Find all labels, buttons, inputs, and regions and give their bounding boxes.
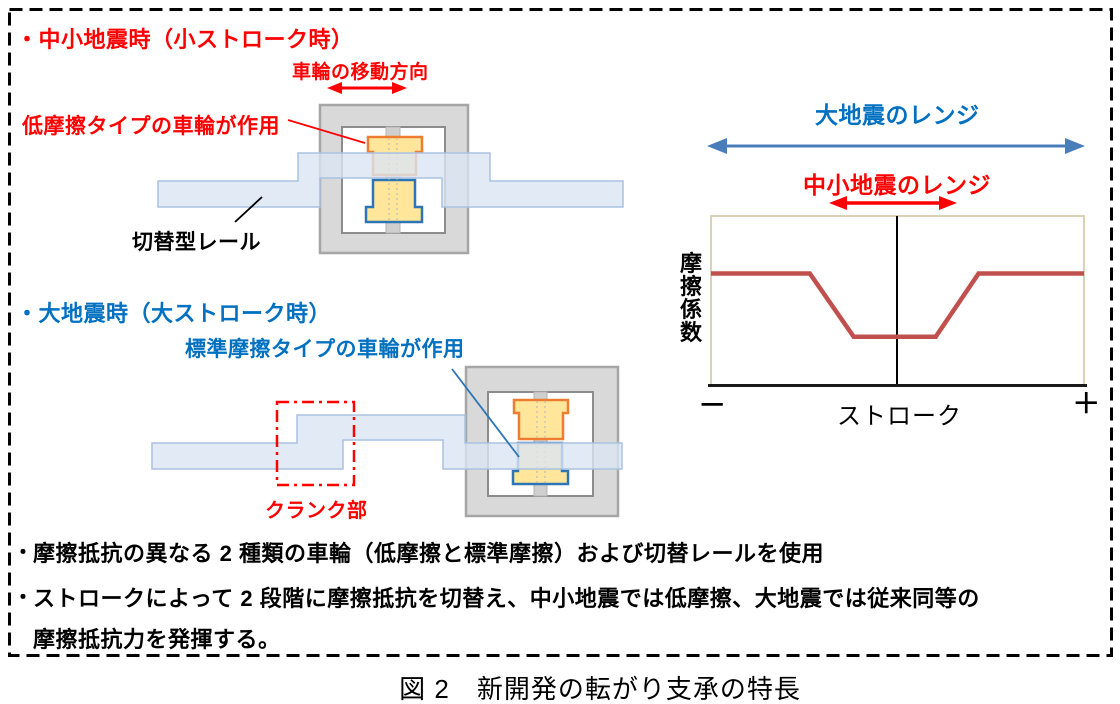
- small-stroke-diagram: [157, 82, 624, 255]
- crank-section-label: クランク部: [265, 500, 368, 522]
- low-friction-wheel-label: 低摩擦タイプの車輪が作用: [22, 115, 280, 138]
- wheel-direction-arrow: [327, 82, 407, 94]
- note-line-3: 摩擦抵抗力を発揮する。: [33, 627, 281, 652]
- large-range-label: 大地震のレンジ: [815, 102, 980, 128]
- leader-line-std-friction: [451, 368, 520, 458]
- friction-chart: [707, 138, 1087, 387]
- figure-caption: 図 2 新開発の転がり支承の特長: [399, 674, 801, 704]
- x-axis-label: ストローク: [837, 402, 962, 430]
- note-bullet: ・: [13, 542, 34, 564]
- large-range-arrow: [707, 138, 1085, 154]
- note-line-2: ストロークによって 2 段階に摩擦抵抗を切替え、中小地震では低摩擦、大地震では従…: [33, 586, 980, 611]
- small-range-label: 中小地震のレンジ: [803, 172, 991, 198]
- std-friction-wheel-label: 標準摩擦タイプの車輪が作用: [185, 338, 465, 361]
- wheel-direction-label: 車輪の移動方向: [292, 62, 429, 83]
- large-quake-title: ・大地震時（大ストローク時）: [16, 301, 332, 326]
- x-max-symbol: +: [1072, 382, 1102, 422]
- switch-rail-shape: [151, 414, 623, 470]
- note-bullet: ・: [13, 587, 34, 609]
- low-friction-wheel: [512, 398, 570, 441]
- note-line-1: 摩擦抵抗の異なる 2 種類の車輪（低摩擦と標準摩擦）および切替レールを使用: [33, 541, 824, 566]
- dashed-border: [8, 8, 1113, 657]
- std-friction-wheel: [364, 178, 424, 224]
- switch-rail-label: 切替型レール: [132, 231, 261, 254]
- leader-line-rail: [234, 196, 263, 223]
- x-min-symbol: −: [698, 384, 728, 424]
- friction-curve: [711, 271, 1084, 340]
- switch-rail-shape: [157, 152, 624, 208]
- leader-line-low-friction: [287, 119, 366, 144]
- y-axis-label: 摩擦係数: [680, 251, 703, 345]
- crank-highlight-box: [275, 400, 356, 487]
- small-range-arrow: [829, 196, 957, 210]
- large-stroke-diagram: [151, 365, 623, 518]
- small-quake-title: ・中小地震時（小ストローク時）: [16, 27, 354, 52]
